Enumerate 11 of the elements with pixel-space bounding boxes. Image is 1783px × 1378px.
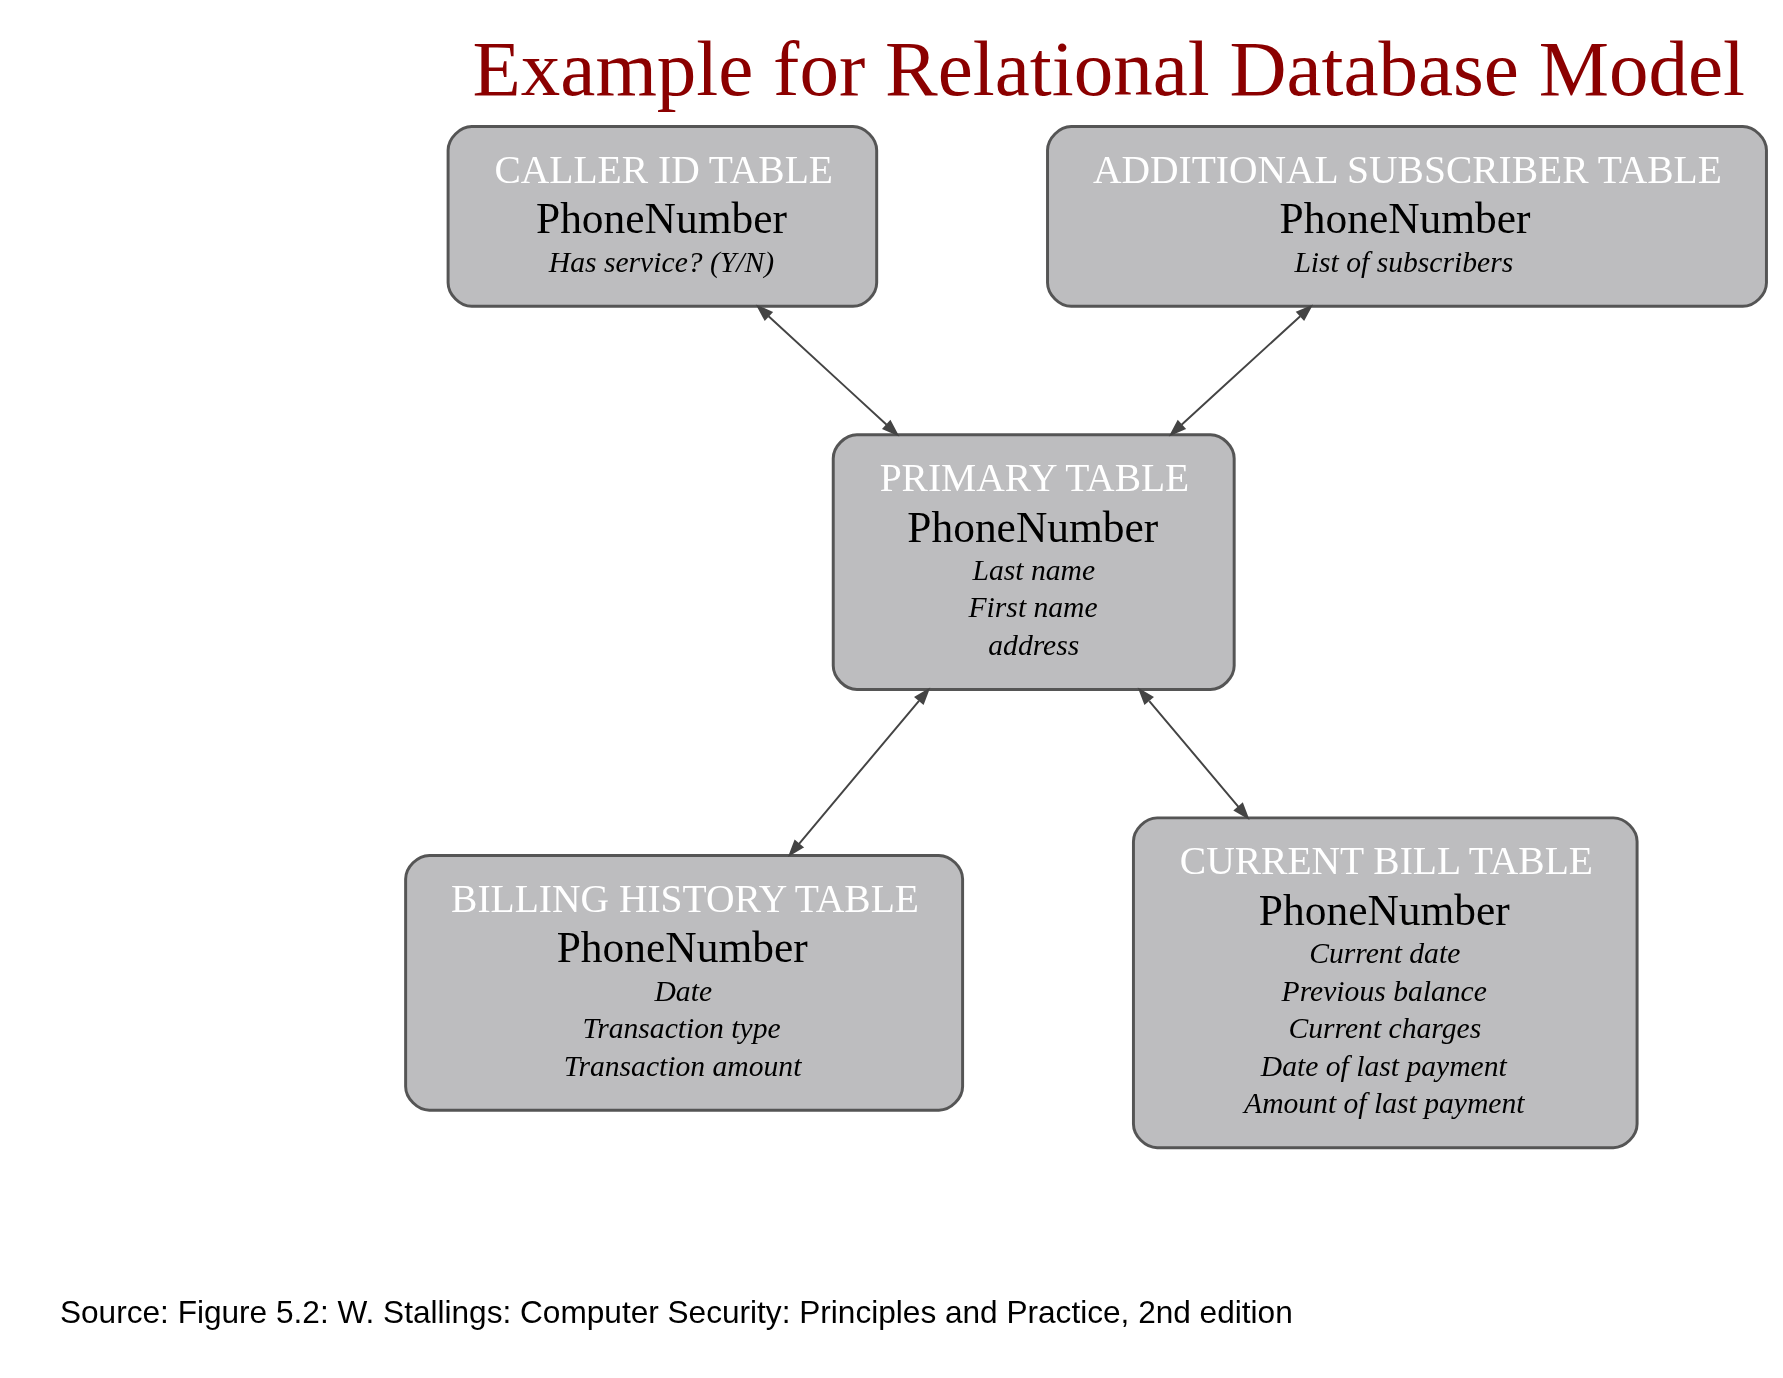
arrow (787, 686, 931, 857)
arrow (1137, 686, 1250, 820)
node-box: BILLING HISTORY TABLE PhoneNumber Date Transaction type Transaction amount (404, 853, 965, 1112)
node-box: CURRENT BILL TABLE PhoneNumber Current date Previous balance Current charges Date of last payment Amount of last payment (1131, 815, 1639, 1149)
node-box: CALLER ID TABLE PhoneNumber Has service? (Y/N) (446, 124, 879, 308)
arrow (1168, 303, 1314, 436)
node-box: PRIMARY TABLE PhoneNumber Last name First name address (831, 432, 1236, 691)
node-box: ADDITIONAL SUBSCRIBER TABLE PhoneNumber List of subscribers (1046, 124, 1768, 308)
arrow (755, 303, 900, 436)
caption: Source: Figure 5.2: W. Stallings: Computer Security: Principles and Practice, 2nd edition (59, 1293, 1293, 1330)
diagram-title: Example for Relational Database Model (472, 24, 1745, 112)
